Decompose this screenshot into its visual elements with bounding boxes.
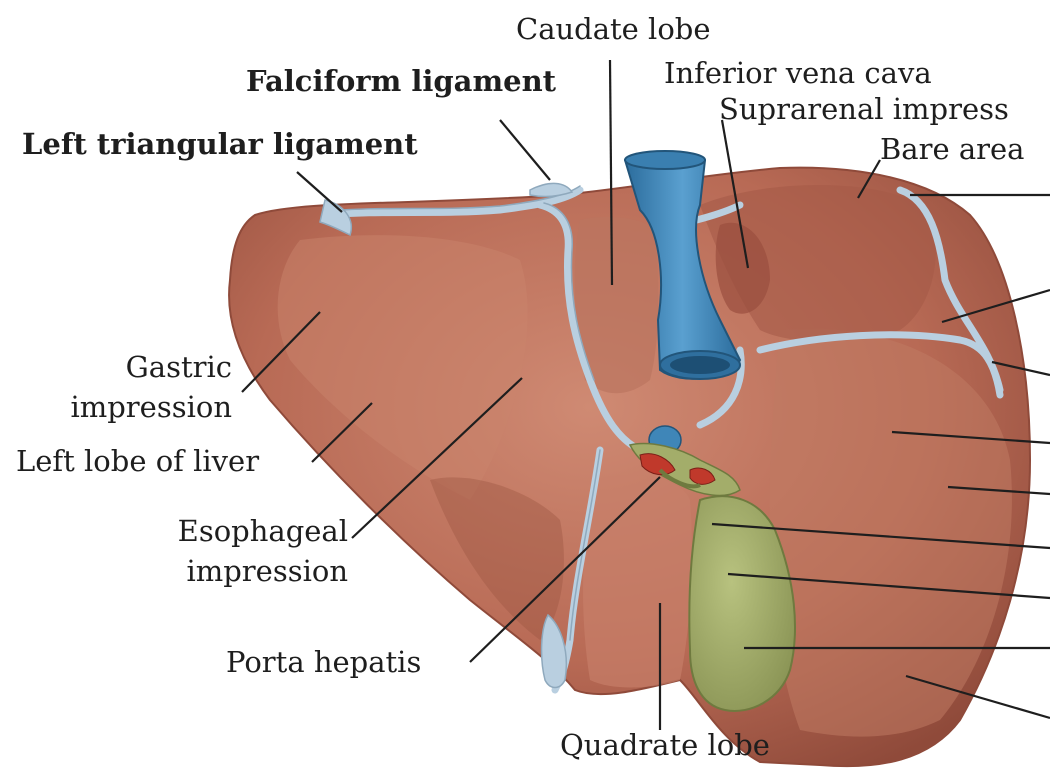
label-quadrate-lobe: Quadrate lobe [540, 728, 790, 762]
label-esophageal-impression-line1: Esophageal [120, 514, 348, 548]
label-inferior-vena-cava: Inferior vena cava [664, 56, 932, 90]
label-gastric-impression-line2: impression [40, 390, 232, 424]
quadrate-lobe-shape [583, 475, 692, 687]
label-esophageal-impression-line2: impression [120, 554, 348, 588]
label-porta-hepatis: Porta hepatis [226, 645, 421, 679]
label-bare-area: Bare area [880, 132, 1024, 166]
falciform-ligament-tip [530, 183, 572, 196]
label-gastric-impression-line1: Gastric [60, 350, 232, 384]
label-caudate-lobe: Caudate lobe [516, 12, 711, 46]
label-falciform-ligament: Falciform ligament [246, 64, 556, 98]
label-left-triangular-ligament: Left triangular ligament [22, 127, 418, 161]
label-left-lobe-of-liver: Left lobe of liver [16, 444, 259, 478]
label-suprarenal-impression: Suprarenal impress [719, 92, 1009, 126]
